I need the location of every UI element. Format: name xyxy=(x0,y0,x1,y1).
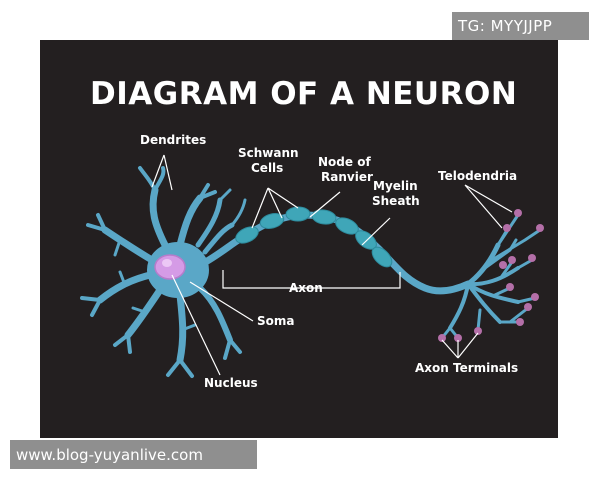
neuron-diagram-svg: DIAGRAM OF A NEURON xyxy=(80,76,544,390)
leader-lines xyxy=(151,154,513,376)
label-schwann-cells-line1: Schwann xyxy=(238,146,299,160)
label-axon-terminals: Axon Terminals xyxy=(415,361,518,375)
label-schwann-cells-line2: Cells xyxy=(251,161,283,175)
label-nucleus: Nucleus xyxy=(204,376,258,390)
neuron xyxy=(80,166,542,378)
dendrites xyxy=(80,166,247,378)
watermark-top: TG: MYYJJPP xyxy=(452,12,589,40)
telodendria xyxy=(440,213,542,340)
neuron-diagram: DIAGRAM OF A NEURON xyxy=(40,40,558,438)
axon-terminal-knobs xyxy=(438,209,544,342)
label-node-of-ranvier-line2: Ranvier xyxy=(321,170,373,184)
label-node-of-ranvier-line1: Node of xyxy=(318,155,371,169)
diagram-title: DIAGRAM OF A NEURON xyxy=(90,76,517,112)
label-soma: Soma xyxy=(257,314,295,328)
nucleolus-shape xyxy=(162,259,172,267)
label-telodendria: Telodendria xyxy=(438,169,517,183)
axon-path xyxy=(196,211,472,295)
label-dendrites: Dendrites xyxy=(140,133,206,147)
nucleus-shape xyxy=(154,254,186,280)
myelin-sheath-segments xyxy=(235,206,393,268)
label-myelin-sheath-line2: Sheath xyxy=(372,194,420,208)
label-myelin-sheath-line1: Myelin xyxy=(373,179,418,193)
watermark-bottom: www.blog-yuyanlive.com xyxy=(10,440,257,469)
label-axon: Axon xyxy=(289,281,323,295)
